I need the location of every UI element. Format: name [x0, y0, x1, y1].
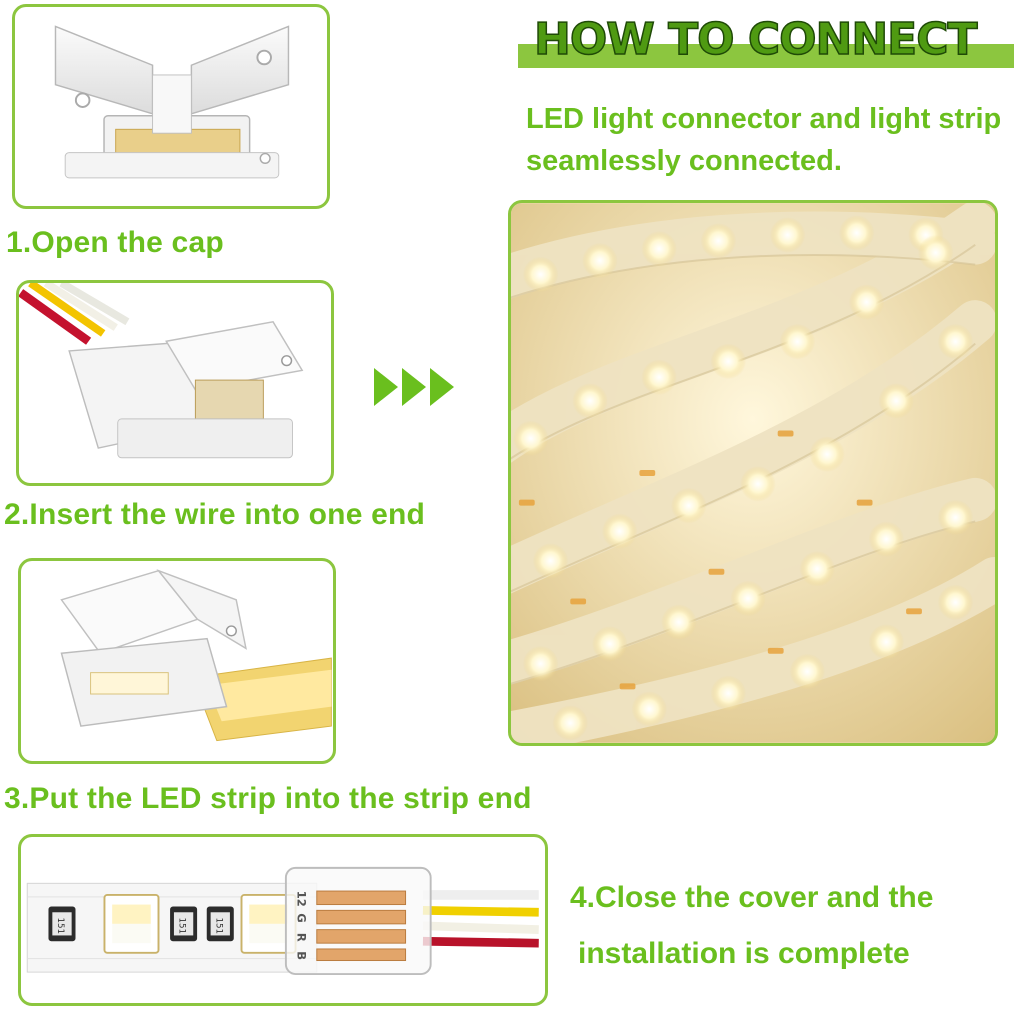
step-3-image	[18, 558, 336, 764]
subtitle-line-1: LED light connector and light strip	[526, 103, 1002, 135]
resistor-code-2: 151	[177, 918, 187, 935]
led-strip-photo	[508, 200, 998, 746]
open-connector-illustration	[54, 25, 290, 179]
step-1-image	[12, 4, 330, 209]
strip-insert-illustration	[60, 569, 332, 742]
pin-label-12: 12	[294, 891, 308, 907]
step-4-image: 151 151 151 12 G R B	[18, 834, 548, 1006]
resistor-code-1: 151	[55, 918, 65, 935]
subtitle: LED light connector and light strip seam…	[526, 98, 1024, 182]
page-title: HOW TO CONNECT	[533, 13, 978, 66]
title-banner: HOW TO CONNECT	[518, 10, 1014, 72]
pin-label-r: R	[294, 933, 308, 942]
led-strip-coil-illustration	[511, 203, 995, 743]
step-3-label: 3.Put the LED strip into the strip end	[4, 782, 532, 815]
step-2-image	[16, 280, 334, 486]
closed-connector-illustration: 151 151 151 12 G R B	[26, 866, 539, 976]
pin-label-b: B	[294, 951, 308, 960]
resistor-code-3: 151	[213, 918, 223, 935]
pin-label-g: G	[294, 913, 308, 923]
step-4-label-line-2: installation is complete	[578, 937, 910, 970]
step-4-label-line-1: 4.Close the cover and the	[570, 881, 934, 914]
title-underline-bar	[518, 44, 1014, 68]
step-2-label: 2.Insert the wire into one end	[4, 498, 426, 531]
step-4-label: 4.Close the cover and the installation i…	[570, 870, 1010, 982]
wire-insert-illustration	[19, 283, 304, 459]
subtitle-line-2: seamlessly connected.	[526, 145, 842, 177]
triple-chevron-right-icon	[374, 368, 454, 406]
step-1-label: 1.Open the cap	[6, 226, 224, 259]
